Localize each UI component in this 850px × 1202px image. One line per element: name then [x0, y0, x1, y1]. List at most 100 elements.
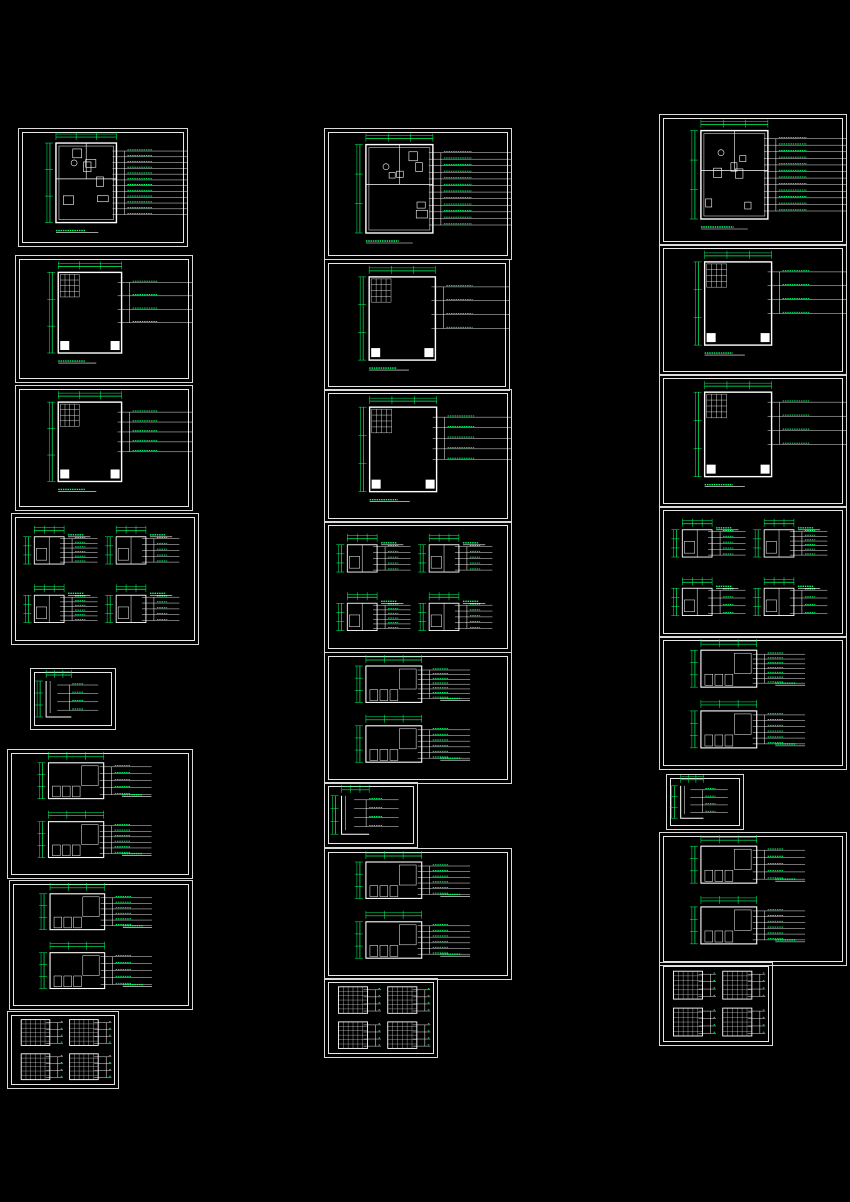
elevation-view	[700, 845, 758, 884]
annotation-leaders	[752, 909, 806, 941]
view-title	[55, 229, 99, 233]
tile-pattern	[672, 1007, 704, 1037]
sheet-drawing	[689, 835, 806, 945]
sheet-drawing	[47, 261, 192, 364]
elevation-view	[365, 921, 423, 959]
elevation-view	[49, 952, 106, 990]
drawing-sheet-elevation-grid	[324, 521, 512, 653]
sheet-drawing	[20, 1019, 112, 1081]
annotation-leaders	[708, 588, 746, 614]
tile-pattern	[337, 1021, 369, 1049]
annotation-leaders	[60, 537, 98, 563]
view-title	[440, 893, 471, 897]
view-title	[68, 534, 91, 538]
sheet-inner-border	[663, 510, 843, 634]
view-title	[775, 682, 806, 686]
view-title	[797, 585, 821, 589]
view-title	[440, 757, 471, 761]
furniture	[705, 149, 752, 210]
dimension-lines	[354, 714, 422, 763]
elevation-view	[681, 587, 713, 616]
drawing-sheet-ceiling-plan	[659, 244, 847, 376]
view-title	[149, 592, 173, 596]
dimension-lines	[689, 639, 757, 688]
sheet-drawing	[689, 119, 846, 230]
annotation-leaders	[60, 595, 98, 621]
sheet-drawing	[669, 775, 728, 819]
drawing-sheet-elevation-pair	[9, 880, 193, 1010]
elevation-view	[115, 594, 147, 623]
dimension-lines	[354, 655, 422, 703]
view-title	[775, 743, 806, 747]
annotation-leaders	[45, 1055, 63, 1078]
drawing-sheet-elevation-pair	[659, 832, 847, 966]
ceiling-outline	[703, 261, 773, 346]
drawing-sheet-ceiling-plan	[324, 259, 510, 391]
dimension-lines	[693, 381, 772, 477]
sheet-drawing	[35, 670, 99, 718]
sheet-inner-border	[19, 389, 189, 507]
section-detail	[680, 785, 704, 819]
sheet-drawing	[358, 265, 509, 371]
dimension-lines	[753, 577, 795, 616]
elevation-view	[49, 893, 106, 931]
dimension-lines	[47, 391, 122, 482]
sheet-drawing	[358, 396, 511, 502]
view-title	[122, 924, 152, 928]
ceiling-outline	[57, 271, 123, 354]
sheet-inner-border	[11, 753, 189, 875]
drawing-sheet-floor-plan	[324, 128, 512, 260]
dimension-lines	[105, 584, 147, 623]
sheet-inner-border	[19, 259, 189, 379]
sheet-drawing	[336, 533, 493, 631]
tile-pattern	[20, 1053, 51, 1081]
dimension-lines	[44, 132, 117, 223]
sheet-drawing	[337, 986, 431, 1049]
drawing-sheet-floor-plan	[659, 114, 847, 246]
dimension-lines	[693, 250, 772, 346]
tile-pattern	[69, 1053, 99, 1081]
sheet-inner-border	[22, 132, 184, 243]
annotation-leaders	[363, 988, 381, 1012]
dimension-lines	[418, 592, 460, 631]
annotation-leaders	[454, 603, 493, 629]
drawing-sheet-elevation-grid	[659, 506, 847, 638]
annotation-leaders	[432, 415, 511, 460]
view-title	[369, 367, 409, 371]
annotation-leaders	[94, 1055, 112, 1078]
annotation-leaders	[431, 285, 509, 329]
dimension-lines	[39, 882, 105, 930]
annotation-leaders	[117, 410, 192, 453]
drawing-sheet-elevation-pair	[324, 652, 512, 784]
elevation-view	[700, 649, 758, 688]
view-title	[716, 527, 739, 531]
sheet-inner-border	[13, 884, 189, 1006]
dimension-lines	[39, 941, 105, 989]
view-title	[704, 483, 745, 487]
elevation-view	[47, 821, 105, 859]
dimension-lines	[354, 133, 434, 234]
view-title	[68, 592, 91, 596]
elevation-view	[365, 665, 423, 703]
annotation-leaders	[100, 955, 152, 985]
elevation-view	[700, 906, 758, 945]
sheet-drawing	[693, 250, 846, 356]
dimension-lines	[37, 810, 104, 858]
dimension-lines	[689, 895, 757, 945]
dimension-lines	[689, 119, 769, 220]
sheet-inner-border	[328, 525, 508, 649]
drawing-sheet-elevation-pair	[659, 636, 847, 770]
annotation-leaders	[57, 683, 99, 711]
elevation-view	[763, 587, 795, 616]
dimension-lines	[330, 784, 370, 835]
annotation-leaders	[417, 668, 471, 699]
plan-walls	[700, 129, 769, 220]
sheet-inner-border	[34, 672, 112, 726]
annotation-leaders	[767, 400, 846, 445]
sheet-inner-border	[663, 118, 843, 242]
view-title	[122, 983, 152, 987]
furniture	[382, 151, 428, 219]
tile-pattern	[69, 1019, 99, 1046]
elevation-view	[365, 725, 423, 763]
elevation-view	[33, 536, 65, 565]
